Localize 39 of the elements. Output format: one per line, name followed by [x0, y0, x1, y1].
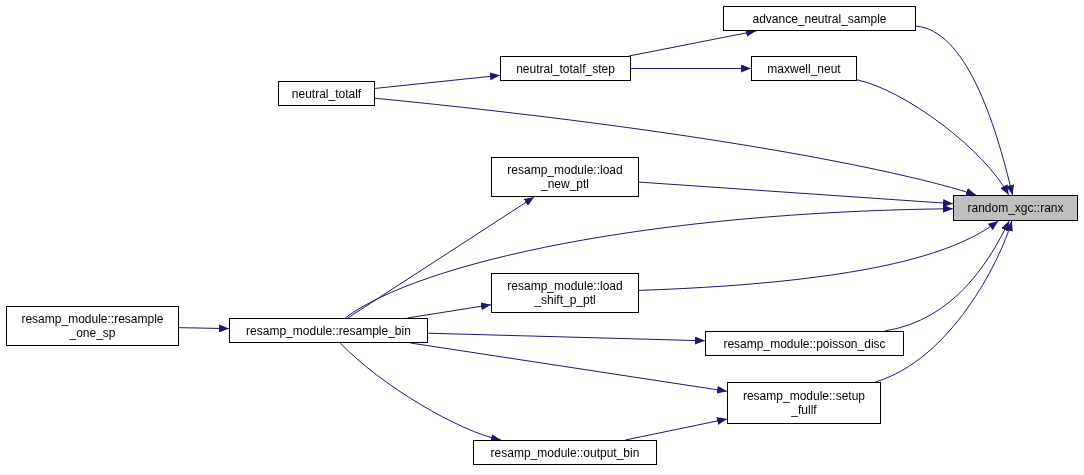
function-box	[491, 273, 639, 313]
function-name: resamp_module::resample _one_sp	[20, 312, 165, 340]
function-name: resamp_module::load _shift_p_ptl	[506, 279, 624, 307]
arrow	[915, 25, 1014, 196]
function-name: random_xgc::ranx	[967, 201, 1064, 215]
function-name: neutral_totalf	[291, 86, 362, 101]
function-box	[278, 81, 375, 106]
function-name: resamp_module::load _new_ptl	[506, 163, 624, 191]
arrow	[638, 181, 954, 207]
arrow	[427, 332, 706, 345]
function-name: resamp_module::output_bin	[490, 445, 640, 460]
arrow	[638, 220, 999, 291]
function-box	[751, 56, 857, 81]
arrow	[874, 220, 1013, 383]
function-name: neutral_totalf_step	[516, 61, 615, 76]
arrow	[347, 196, 535, 319]
arrow	[374, 97, 977, 196]
function-name: advance_neutral_sample	[752, 11, 887, 26]
function-box	[723, 6, 916, 31]
function-box	[6, 306, 179, 346]
function-box	[473, 440, 657, 465]
arrow	[178, 324, 230, 333]
function-name: resamp_module::setup _fullf	[741, 389, 867, 417]
function-box	[500, 56, 631, 81]
function-box	[953, 195, 1078, 221]
function-box	[705, 331, 904, 356]
function-box	[229, 318, 428, 343]
arrow	[374, 72, 501, 89]
arrow	[884, 220, 1010, 332]
arrow	[344, 204, 954, 319]
arrow	[630, 64, 752, 73]
function-box	[727, 382, 881, 424]
arrow	[856, 79, 1010, 196]
function-name: maxwell_neut	[767, 61, 841, 76]
arrow	[339, 342, 502, 442]
function-box	[491, 157, 639, 197]
function-name: resamp_module::poisson_disc	[723, 336, 886, 351]
arrow	[628, 29, 757, 57]
function-name: resamp_module::resample_bin	[246, 323, 411, 338]
